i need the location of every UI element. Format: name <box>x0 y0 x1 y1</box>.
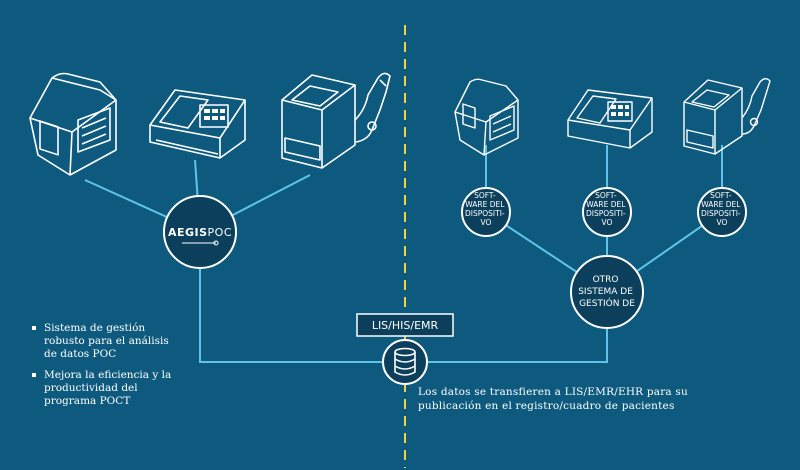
sw-line-2: WARE DEL <box>586 200 626 209</box>
hub-logo-text: AEGISPOC <box>168 226 232 239</box>
sw-line-4: VO <box>602 218 613 227</box>
svg-text:SOFT- WARE DEL DIS: SOFT- WARE DEL DISPOSITI- VO <box>586 191 628 227</box>
analyzer-device-icon-right <box>454 78 519 156</box>
bullet-item: Mejora la eficiencia y la productividad … <box>32 369 182 408</box>
sw-line-2: WARE DEL <box>465 200 505 209</box>
sw-line-3: DISPOSITI- <box>465 209 505 218</box>
reader-device-icon <box>149 89 246 159</box>
handheld-device-icon-right <box>683 78 771 155</box>
sw-line-3: DISPOSITI- <box>586 209 626 218</box>
device-software-node: SOFT- WARE DEL DISPOSITI- VO <box>461 187 511 237</box>
right-connectors <box>423 145 723 363</box>
other-line-2: SISTEMA DE <box>578 287 633 297</box>
sw-line-4: VO <box>717 218 728 227</box>
logo-light: POC <box>208 226 232 239</box>
device-software-node: SOFT- WARE DEL DISPOSITI- VO <box>697 187 747 237</box>
device-software-node: SOFT- WARE DEL DISPOSITI- VO <box>582 187 632 237</box>
feature-bullets: Sistema de gestión robusto para el análi… <box>32 322 182 416</box>
aegispoc-hub: AEGISPOC <box>163 195 237 269</box>
bullet-item: Sistema de gestión robusto para el análi… <box>32 322 182 361</box>
lis-label: LIS/HIS/EMR <box>372 319 439 332</box>
sw-line-2: WARE DEL <box>701 200 741 209</box>
handheld-device-icon <box>281 72 391 169</box>
transfer-caption: Los datos se transfieren a LIS/EMR/EHR p… <box>418 386 688 412</box>
sw-line-3: DISPOSITI- <box>701 209 741 218</box>
other-line-3: GESTIÓN DE <box>579 297 635 309</box>
reader-device-icon-right <box>567 89 653 149</box>
svg-text:SOFT- WARE DEL DIS: SOFT- WARE DEL DISPOSITI- VO <box>701 191 743 227</box>
sw-line-1: SOFT- <box>474 191 496 200</box>
sw-line-1: SOFT- <box>710 191 732 200</box>
sw-line-4: VO <box>481 218 492 227</box>
logo-bold: AEGIS <box>168 226 208 239</box>
sw-line-1: SOFT- <box>595 191 617 200</box>
analyzer-device-icon <box>29 72 117 176</box>
database-icon <box>382 339 428 385</box>
svg-text:SOFT- WARE DEL DIS: SOFT- WARE DEL DISPOSITI- VO <box>465 191 507 227</box>
lis-label-box: LIS/HIS/EMR <box>356 313 454 337</box>
other-management-system-hub: OTRO SISTEMA DE GESTIÓN DE <box>570 255 644 329</box>
other-line-1: OTRO <box>593 275 619 285</box>
svg-text:OTRO SISTEMA DE GE: OTRO SISTEMA DE GESTIÓN DE <box>578 275 636 309</box>
